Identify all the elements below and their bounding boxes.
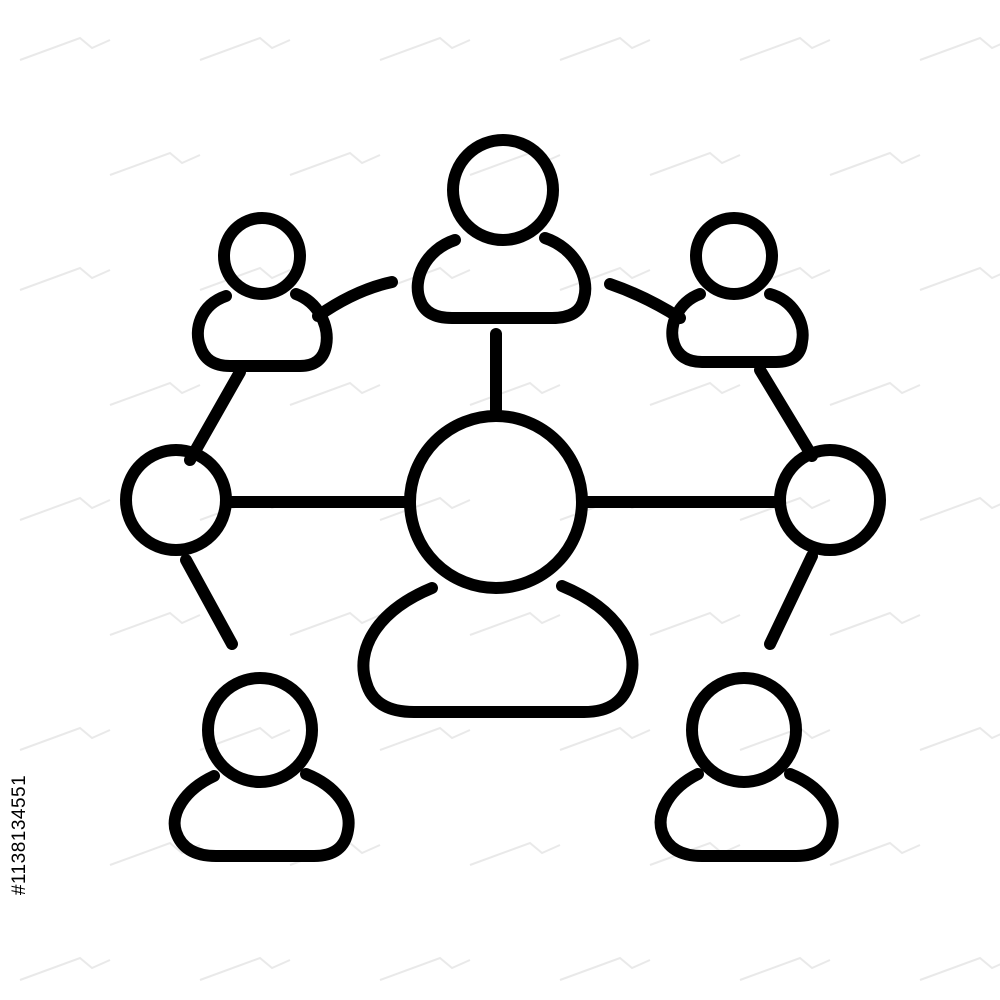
person-top-icon (411, 134, 592, 324)
person-bottom-left-icon (168, 672, 355, 862)
person-top-right-icon (666, 212, 809, 368)
connector-top-right-arc (604, 278, 686, 324)
connector-left-node-to-bottom-left (180, 554, 238, 650)
connector-top-left-arc (312, 276, 398, 322)
person-bottom-right-icon (654, 672, 839, 862)
connector-top-left-to-left-node (184, 366, 246, 466)
network-node-left (120, 444, 232, 556)
connector-top-right-to-right-node (754, 364, 818, 462)
person-top-left-icon (191, 212, 333, 372)
connector-right-node-to-bottom-right (764, 550, 818, 650)
stock-id-text: #1138134551 (9, 774, 31, 896)
person-center-icon (357, 410, 639, 718)
network-node-right (774, 444, 886, 556)
stock-id-label: #1138134551 (2, 730, 38, 940)
